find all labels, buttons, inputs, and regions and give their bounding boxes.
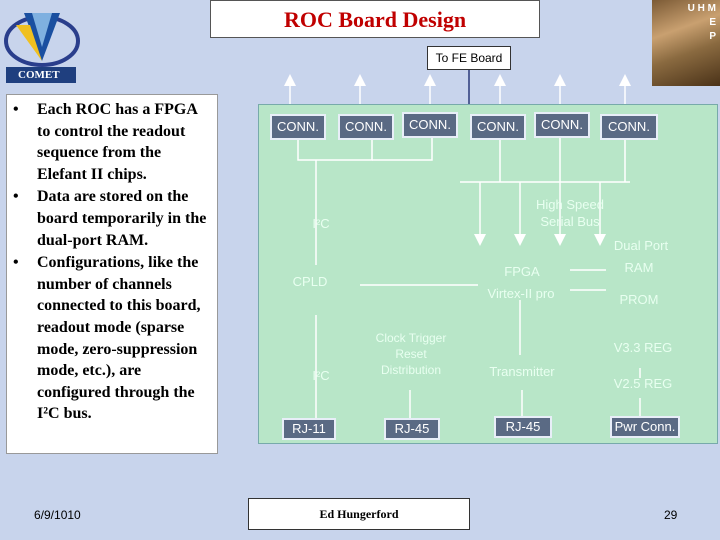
connector-2: CONN.: [338, 114, 394, 140]
uhmep-line-2: E: [709, 17, 716, 28]
connector-3: CONN.: [402, 112, 458, 138]
bullet-text: Configurations, like the number of chann…: [37, 254, 201, 423]
bullet-text: Each ROC has a FPGA to control the reado…: [37, 101, 198, 183]
cougar-photo: U H M E P: [652, 0, 720, 86]
bullet-marker: •: [13, 254, 19, 272]
rj45-connector-tx: RJ-45: [494, 416, 552, 438]
v25-regulator: V2.5 REG: [613, 376, 673, 391]
footer-author: Ed Hungerford: [248, 498, 470, 530]
fe-board-label: To FE Board: [427, 46, 511, 70]
bullet-item: • Data are stored on the board temporaril…: [13, 186, 211, 251]
connector-1: CONN.: [270, 114, 326, 140]
slide-title: ROC Board Design: [210, 0, 540, 38]
prom-block: PROM: [619, 292, 659, 307]
dual-port-label: Dual Port: [613, 238, 669, 253]
uhmep-line-1: U H M: [687, 3, 716, 14]
v33-regulator: V3.3 REG: [613, 340, 673, 355]
cpld-block: CPLD: [292, 274, 328, 289]
comet-logo: [2, 3, 82, 69]
footer-date: 6/9/1010: [34, 508, 81, 522]
connector-4: CONN.: [470, 114, 526, 140]
comet-label: COMET: [6, 67, 76, 83]
i2c-top-label: I²C: [312, 216, 330, 231]
clock-distribution-block: Clock Trigger Reset Distribution: [375, 331, 447, 377]
bullet-marker: •: [13, 188, 19, 206]
fpga-label: FPGA: [504, 264, 540, 279]
uhmep-line-3: P: [709, 31, 716, 42]
bullet-text-box: • Each ROC has a FPGA to control the read…: [6, 94, 218, 454]
bullet-text: Data are stored on the board temporarily…: [37, 188, 207, 249]
connector-6: CONN.: [600, 114, 658, 140]
rj45-connector-clock: RJ-45: [384, 418, 440, 440]
transmitter-block: Transmitter: [489, 364, 555, 379]
ram-label: RAM: [624, 260, 654, 275]
uhmep-logo: U H M E P: [688, 2, 716, 44]
bullet-list: • Each ROC has a FPGA to control the read…: [7, 95, 217, 425]
bullet-item: • Configurations, like the number of chan…: [13, 252, 211, 425]
fpga-model-label: Virtex-II pro: [487, 286, 555, 301]
connector-5: CONN.: [534, 112, 590, 138]
bullet-item: • Each ROC has a FPGA to control the read…: [13, 99, 211, 185]
bullet-marker: •: [13, 101, 19, 118]
high-speed-bus-label: High Speed Serial Bus: [536, 197, 604, 229]
page-number: 29: [664, 508, 678, 522]
power-connector: Pwr Conn.: [610, 416, 680, 438]
rj11-connector: RJ-11: [282, 418, 336, 440]
i2c-bottom-label: I²C: [312, 368, 330, 383]
